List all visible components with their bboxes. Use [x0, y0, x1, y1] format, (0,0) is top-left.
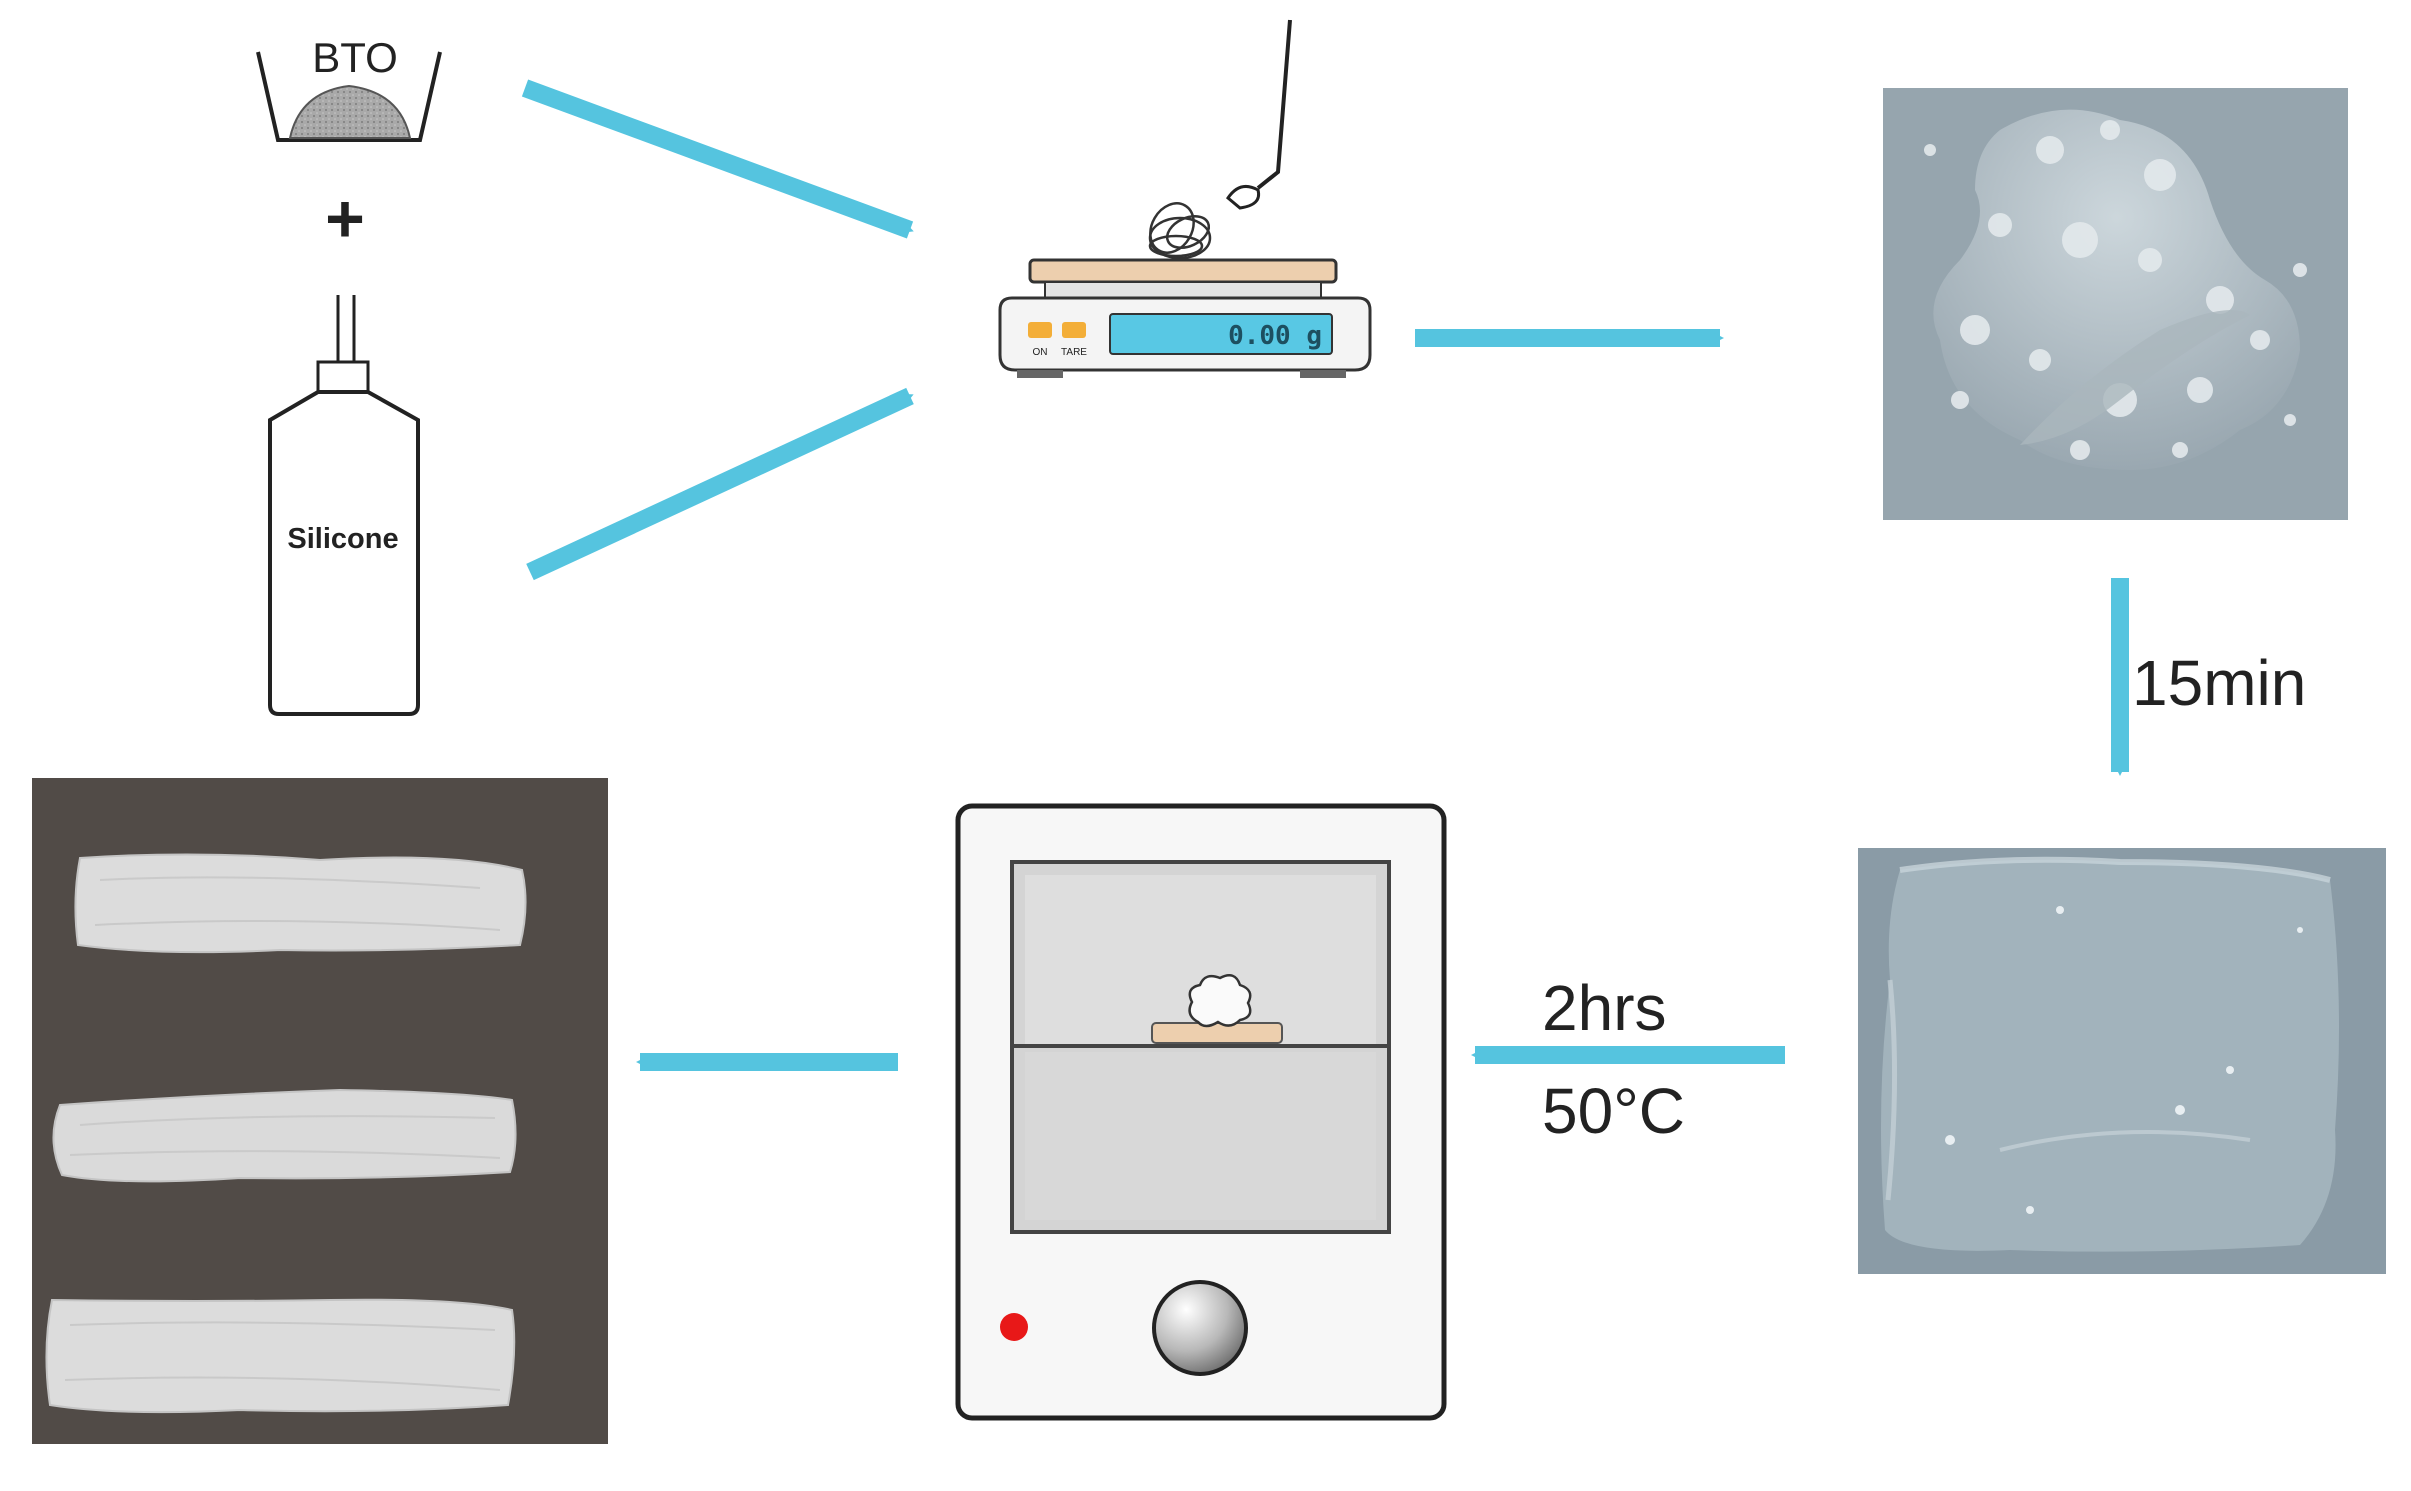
- silicone-bottle-icon: Silicone: [268, 295, 420, 716]
- scale-key-on: [1028, 322, 1052, 338]
- scale-key-tare: [1062, 322, 1086, 338]
- sample-tangle-icon: [1148, 202, 1212, 260]
- plus-sign: +: [325, 181, 365, 257]
- oven-knob: [1152, 1280, 1248, 1376]
- photo-powder-mixture: [1883, 88, 2348, 520]
- scale-key-on-label: ON: [1033, 347, 1048, 358]
- silicone-label: Silicone: [287, 523, 398, 555]
- bto-bowl-icon: BTO: [256, 34, 442, 142]
- scale-key-tare-label: TARE: [1061, 347, 1087, 358]
- photo-silicone-paste: [1858, 848, 2386, 1274]
- weighing-scale-icon: ON TARE 0.00 g: [998, 19, 1372, 378]
- bto-label: BTO: [312, 34, 398, 81]
- scale-display: [1109, 313, 1333, 355]
- arrow-bto-to-scale: [521, 79, 914, 239]
- cure-temp-label: 50°C: [1542, 1075, 1685, 1147]
- photo-cured-samples: [32, 778, 608, 1444]
- scale-pan: [1028, 258, 1338, 284]
- sample-strip-1: [74, 853, 527, 954]
- scale-readout: 0.00 g: [1228, 321, 1322, 351]
- oven-icon: [955, 803, 1447, 1421]
- arrow-silicone-to-scale: [526, 387, 914, 581]
- sample-strip-2: [52, 1088, 517, 1183]
- oven-sample-icon: [1188, 973, 1252, 1028]
- sample-strip-3: [45, 1298, 516, 1414]
- cure-time-label: 2hrs: [1542, 972, 1667, 1044]
- mix-time-label: 15min: [2132, 647, 2306, 719]
- oven-indicator-light: [1000, 1313, 1028, 1341]
